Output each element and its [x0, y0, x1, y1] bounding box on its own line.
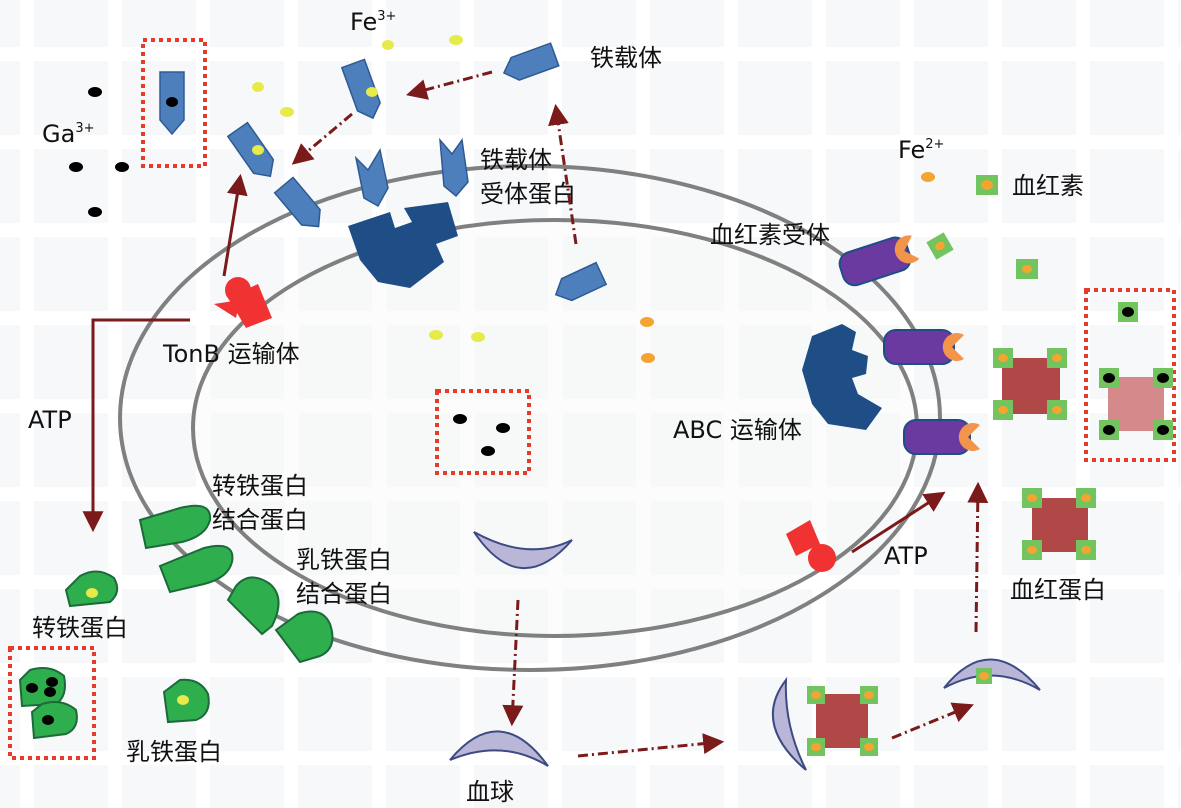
- heme-legend-icon: [976, 175, 998, 195]
- siderophore-receptor-label-1: 铁载体: [480, 146, 552, 174]
- lactoferrin-bp-label-2: 结合蛋白: [296, 580, 392, 608]
- heme-label: 血红素: [1012, 172, 1084, 200]
- siderophores: [226, 42, 608, 302]
- gallium-hemoglobin-highlight-box: [1084, 288, 1176, 462]
- tonb-label: TonB 运输体: [162, 340, 300, 368]
- transferrin-label: 转铁蛋白: [32, 614, 128, 642]
- blood-cell-crescent: [449, 730, 549, 767]
- hemoglobin-label: 血红蛋白: [1010, 576, 1106, 604]
- free-heme: [926, 232, 1038, 279]
- lactoferrin-binding-proteins: [226, 576, 334, 664]
- hemoglobin-1: [993, 348, 1067, 420]
- atp-right-arrow: [851, 491, 946, 554]
- heme-receptors: [838, 235, 980, 455]
- abc-transporter-label: ABC 运输体: [673, 416, 802, 444]
- blood-cell-arrow-right: [577, 733, 725, 758]
- siderophore-label: 铁载体: [590, 44, 662, 72]
- blood-cell-label: 血球: [466, 778, 514, 806]
- atp-left-arrow: [82, 318, 190, 533]
- transferrin-bp-label-2: 结合蛋白: [212, 506, 308, 534]
- hemoglobin-release-arrow: [891, 702, 974, 740]
- intracellular-gallium-ions: [453, 414, 510, 456]
- transferrin-bp-label-1: 转铁蛋白: [212, 472, 308, 500]
- hemoglobin-2: [1022, 488, 1096, 560]
- gallium-ions: [69, 87, 129, 217]
- gallium-siderophore-highlight-box: [141, 38, 207, 168]
- intracellular-gallium-highlight-box: [435, 389, 531, 475]
- transferrin-gallium: [18, 667, 78, 740]
- heme-receptor-label: 血红素受体: [710, 221, 830, 249]
- iron2-ion: [921, 172, 935, 182]
- fe3-label: Fe3+: [350, 8, 396, 36]
- lactoferrin-bp-label-1: 乳铁蛋白: [296, 546, 392, 574]
- abc-transporter: [802, 324, 882, 430]
- tonb-transporter: [214, 277, 272, 328]
- siderophore-receptor: [348, 202, 458, 288]
- siderophore-receptor-label-2: 受体蛋白: [480, 180, 576, 208]
- heme-iron-on-crescent: [979, 672, 989, 680]
- siderophore-arrows: [291, 70, 578, 245]
- intracellular-hemolysin-crescent: [473, 531, 573, 569]
- abc-atp-unit: [786, 520, 836, 572]
- gallium-hemoglobin: [1099, 368, 1173, 440]
- iron3-ions: [252, 35, 485, 342]
- tonb-up-arrow: [222, 173, 248, 277]
- hemoglobin-up-arrow: [967, 481, 989, 633]
- gallium-heme: [1118, 302, 1138, 322]
- blood-cell-arrow-down: [502, 599, 524, 727]
- outer-membrane: [118, 164, 942, 672]
- gallium-siderophore: [159, 71, 185, 136]
- transferrin: [64, 570, 119, 608]
- lactoferrin: [162, 678, 210, 724]
- ga3-label: Ga3+: [42, 120, 94, 148]
- lactoferrin-label: 乳铁蛋白: [126, 738, 222, 766]
- transferrin-gallium-highlight-box: [8, 646, 96, 760]
- fe2-label: Fe2+: [898, 136, 944, 164]
- transferrin-binding-proteins: [138, 504, 234, 594]
- atp-left-label: ATP: [28, 406, 72, 434]
- atp-right-label: ATP: [884, 542, 928, 570]
- intracellular-iron2-ions: [640, 317, 655, 363]
- lysed-cell-hemoglobin: [771, 676, 878, 771]
- iron3-on-siderophores: [252, 87, 378, 155]
